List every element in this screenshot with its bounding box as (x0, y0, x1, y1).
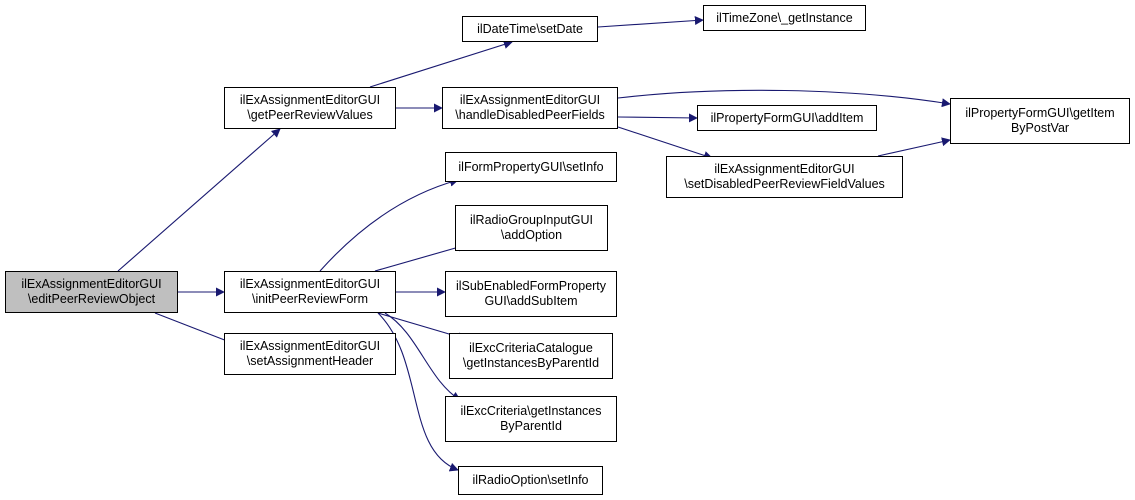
edge-initPeerReviewForm-to-addOption (374, 242, 467, 272)
node-set-assignment-header[interactable]: ilExAssignmentEditorGUI \setAssignmentHe… (224, 333, 396, 375)
node-label: ilExAssignmentEditorGUI \getPeerReviewVa… (239, 93, 381, 122)
node-label: ilTimeZone\_getInstance (716, 10, 853, 25)
node-init-peer-review-form[interactable]: ilExAssignmentEditorGUI \initPeerReviewF… (224, 271, 396, 313)
edge-getPeerReviewValues-to-setDate (369, 40, 513, 88)
node-label: ilExAssignmentEditorGUI \handleDisabledP… (455, 93, 605, 122)
node-label: ilPropertyFormGUI\getItem ByPostVar (965, 106, 1115, 135)
edge-setDate-to-getInstance (597, 16, 704, 28)
node-add-sub-item[interactable]: ilSubEnabledFormProperty GUI\addSubItem (445, 271, 617, 317)
node-set-disabled-peer-review-field-values[interactable]: ilExAssignmentEditorGUI \setDisabledPeer… (666, 156, 903, 198)
node-radio-option-set-info[interactable]: ilRadioOption\setInfo (458, 466, 603, 495)
node-label: ilSubEnabledFormProperty GUI\addSubItem (455, 279, 607, 308)
node-set-date[interactable]: ilDateTime\setDate (462, 16, 598, 42)
node-label: ilFormPropertyGUI\setInfo (458, 159, 604, 174)
node-label: ilRadioOption\setInfo (472, 473, 589, 487)
edge-editPeerReviewObject-to-getPeerReviewValues (117, 128, 281, 272)
node-label: ilExAssignmentEditorGUI \editPeerReviewO… (21, 277, 162, 306)
node-label: ilExAssignmentEditorGUI \setDisabledPeer… (684, 162, 885, 191)
node-label: ilExAssignmentEditorGUI \setAssignmentHe… (239, 339, 381, 368)
edge-initPeerReviewForm-to-formPropertySetInfo (319, 177, 459, 272)
node-radio-group-add-option[interactable]: ilRadioGroupInputGUI \addOption (455, 205, 608, 251)
node-form-property-set-info[interactable]: ilFormPropertyGUI\setInfo (445, 152, 617, 182)
node-label: ilExcCriteria\getInstances ByParentId (460, 404, 602, 433)
node-get-item-by-post-var[interactable]: ilPropertyFormGUI\getItem ByPostVar (950, 98, 1130, 144)
edge-handleDisabledPeerFields-to-addItem (617, 113, 698, 123)
node-edit-peer-review-object: ilExAssignmentEditorGUI \editPeerReviewO… (5, 271, 178, 313)
edge-handleDisabledPeerFields-to-setDisabledPeerReviewFieldValues (617, 126, 713, 160)
edge-setDisabledPeerReviewFieldValues-to-getItemByPostVar (877, 137, 951, 157)
node-label: ilExcCriteriaCatalogue \getInstancesByPa… (462, 341, 600, 370)
node-criteria-catalogue-get-instances[interactable]: ilExcCriteriaCatalogue \getInstancesByPa… (449, 333, 613, 379)
node-add-item[interactable]: ilPropertyFormGUI\addItem (697, 105, 877, 131)
edge-initPeerReviewForm-to-radioOptionSetInfo (377, 312, 459, 472)
node-label: ilDateTime\setDate (477, 21, 583, 36)
node-get-peer-review-values[interactable]: ilExAssignmentEditorGUI \getPeerReviewVa… (224, 87, 396, 129)
node-criteria-get-instances[interactable]: ilExcCriteria\getInstances ByParentId (445, 396, 617, 442)
node-timezone-get-instance[interactable]: ilTimeZone\_getInstance (703, 5, 866, 31)
edge-initPeerReviewForm-to-criteriaGetInstances (384, 312, 461, 401)
node-label: ilExAssignmentEditorGUI \initPeerReviewF… (239, 277, 381, 306)
node-handle-disabled-peer-fields[interactable]: ilExAssignmentEditorGUI \handleDisabledP… (442, 87, 618, 129)
edge-handleDisabledPeerFields-to-getItemByPostVar (617, 89, 951, 108)
node-label: ilRadioGroupInputGUI \addOption (470, 213, 593, 242)
node-label: ilPropertyFormGUI\addItem (710, 110, 864, 125)
